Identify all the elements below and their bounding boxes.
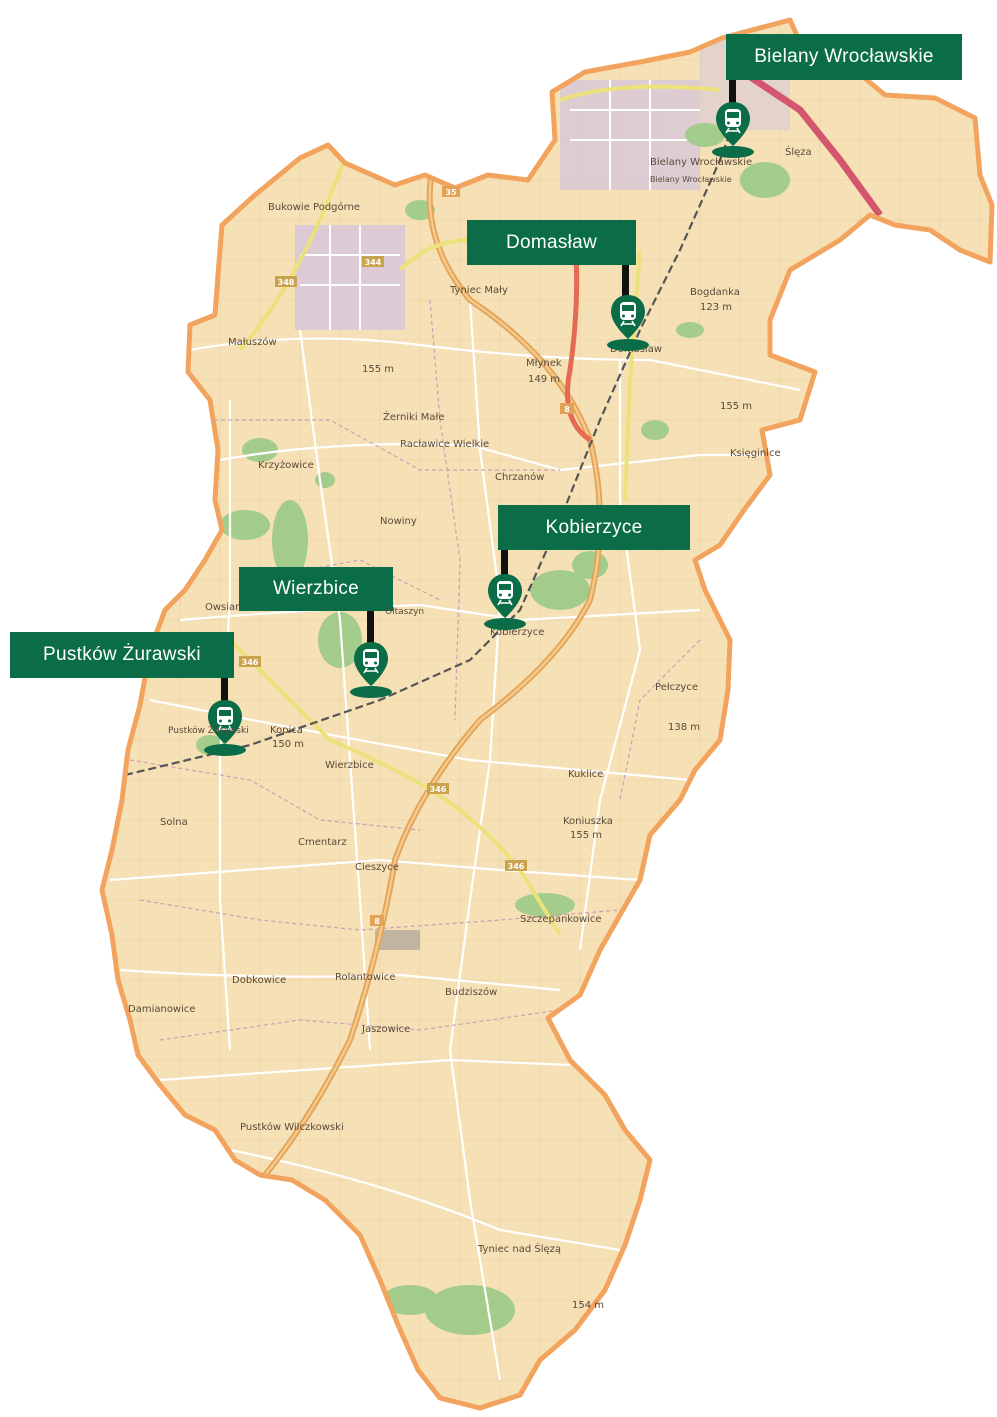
place-label: Tyniec nad Ślęzą [477,1242,561,1255]
station-label-wierzbice: Wierzbice [239,567,393,611]
place-label: Owsianka [205,602,253,613]
place-label: Damianowice [128,1004,196,1015]
svg-text:8: 8 [564,405,570,414]
station-label-bielany-wroclawskie: Bielany Wrocławskie [726,34,962,80]
commune-boundary [99,17,995,1411]
label-stem [367,611,374,645]
station-label-kobierzyce: Kobierzyce [498,505,690,550]
svg-text:346: 346 [242,658,259,667]
svg-text:149 m: 149 m [528,374,560,385]
place-label: Racławice Wielkie [400,439,489,450]
place-label: Kuklice [568,769,603,780]
svg-text:155 m: 155 m [362,364,394,375]
label-stem [501,550,508,578]
train-pin-icon[interactable] [605,293,651,357]
label-stem [729,80,736,106]
place-label: Małuszów [228,336,277,348]
svg-text:123 m: 123 m [700,302,732,313]
place-label: Wierzbice [325,760,374,771]
place-label: Nowiny [380,516,417,527]
svg-text:346: 346 [508,862,525,871]
station-label-pustkow-zurawski: Pustków Żurawski [10,632,234,678]
place-label: Żerniki Małe [383,410,445,423]
label-stem [622,265,629,299]
place-label: Dobkowice [232,975,286,986]
svg-text:155 m: 155 m [570,830,602,841]
svg-text:346: 346 [430,785,447,794]
place-label: Solna [160,817,188,828]
place-label: Bielany Wrocławskie [650,157,752,168]
svg-text:35: 35 [445,188,457,197]
place-label: Bukowie Podgórne [268,201,360,213]
place-label: Kopica [270,725,303,736]
label-stem [221,678,228,704]
svg-text:150 m: 150 m [272,739,304,750]
road-shields: 35 344 346 8 346 346 8 348 [239,186,574,926]
train-pin-icon[interactable] [482,572,528,636]
svg-text:348: 348 [278,278,295,287]
station-label-domaslaw: Domasław [467,220,636,265]
train-pin-icon[interactable] [202,698,248,762]
place-label: Młynek [526,358,562,369]
elevation-labels: 123 m 149 m 150 m 155 m 138 m 155 m 154 … [272,302,752,1311]
place-label: Jaszowice [361,1024,410,1035]
svg-text:154 m: 154 m [572,1300,604,1311]
place-label: Tyniec Mały [449,285,508,296]
place-label: Szczepankowice [520,914,601,925]
svg-text:138 m: 138 m [668,722,700,733]
place-label: Koniuszka [563,816,613,827]
svg-text:8: 8 [374,917,380,926]
place-label: Budziszów [445,986,497,998]
place-label: Pełczyce [655,682,698,693]
place-label: Kobierzyce [490,627,544,638]
train-pin-icon[interactable] [348,640,394,704]
place-label: Cieszyce [355,862,399,873]
place-label: Pustków Wilczkowski [240,1121,344,1133]
place-label: Chrzanów [495,471,544,483]
place-label: Rolantowice [335,972,396,983]
place-label: Księginice [730,448,781,459]
svg-text:155 m: 155 m [720,401,752,412]
train-pin-icon[interactable] [710,100,756,164]
place-label: Cmentarz [298,837,347,848]
place-label: Ślęza [785,145,812,158]
place-label: Krzyżowice [258,460,314,471]
place-label: Bogdanka [690,287,740,298]
svg-text:344: 344 [365,258,382,267]
